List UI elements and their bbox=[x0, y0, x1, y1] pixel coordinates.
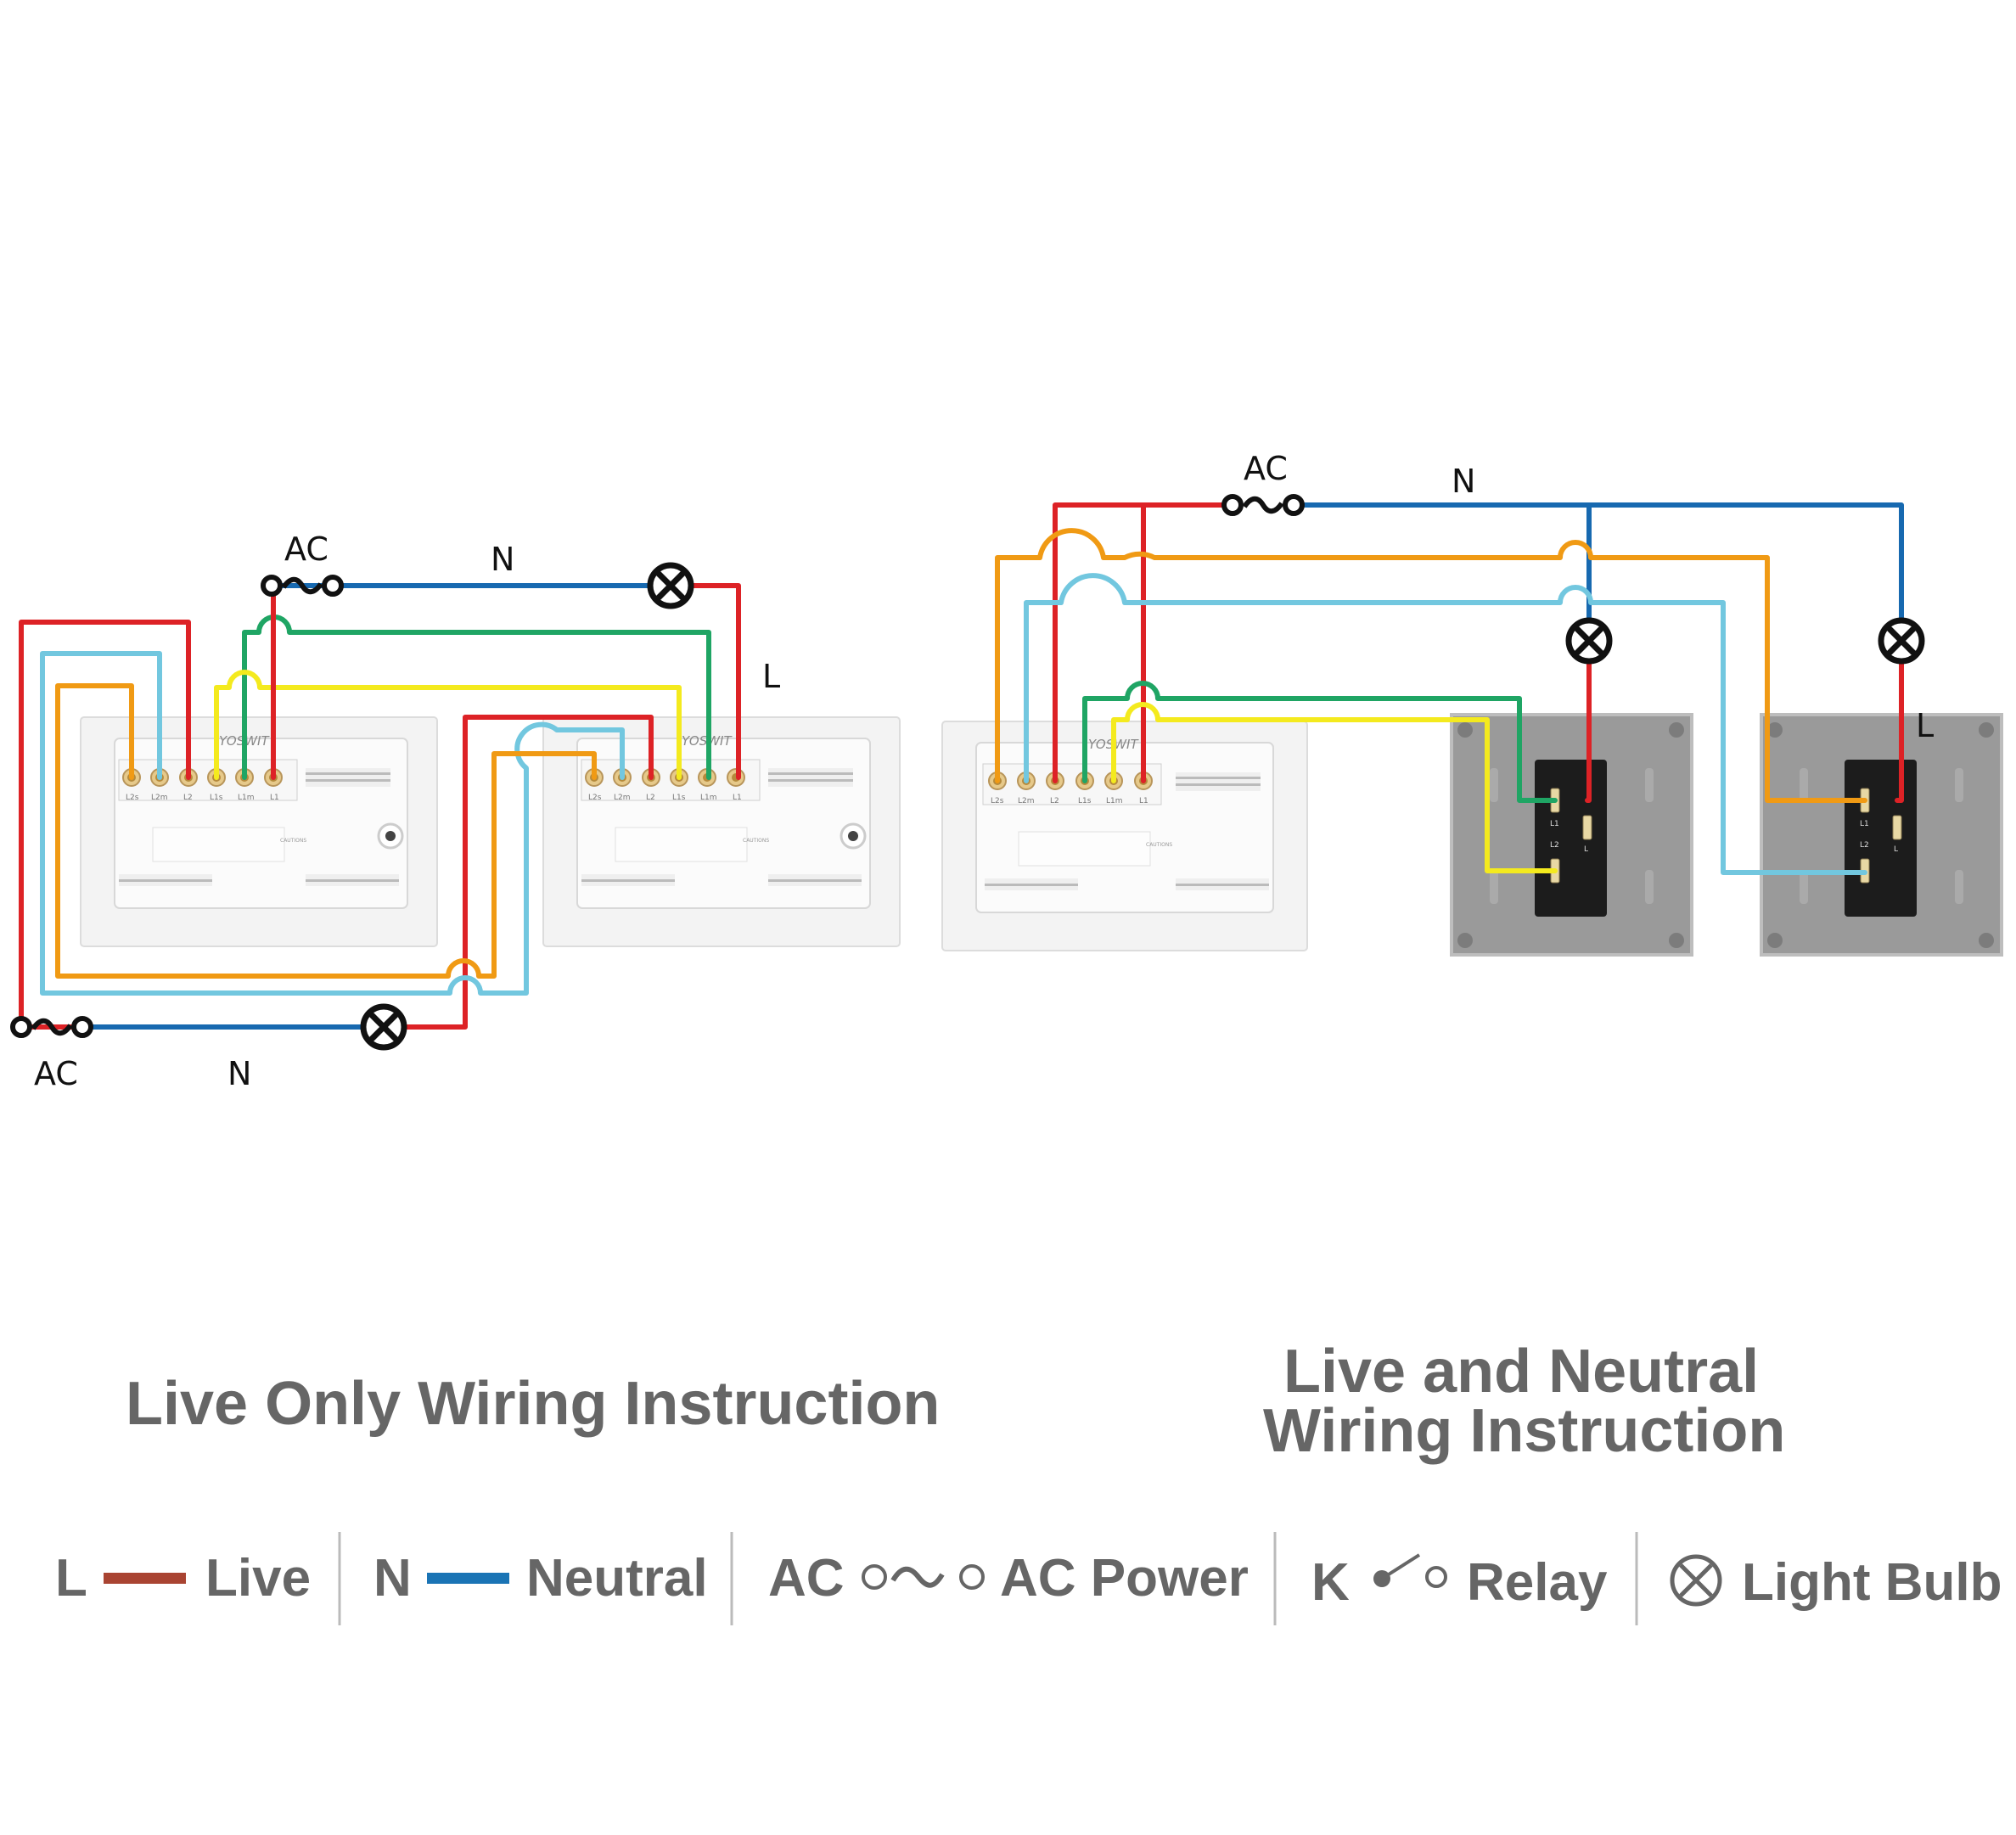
live-label: L bbox=[762, 658, 780, 695]
terminal-label: L1s bbox=[210, 794, 223, 802]
terminal-label: L2s bbox=[126, 794, 139, 802]
legend-relay-letter: K bbox=[1311, 1553, 1350, 1612]
legend-relay-text: Relay bbox=[1467, 1553, 1608, 1612]
light-bulb-icon bbox=[363, 1007, 404, 1047]
legend-live-text: Live bbox=[205, 1549, 311, 1608]
left-title: Live Only Wiring Instruction bbox=[126, 1370, 940, 1438]
legend-live-letter: L bbox=[55, 1549, 87, 1608]
ac-power-icon bbox=[862, 1564, 985, 1590]
light-bulb-icon bbox=[1881, 620, 1922, 661]
light-bulb-icon bbox=[1670, 1554, 1722, 1607]
caution-label: CAUTIONS bbox=[743, 838, 769, 844]
neutral-label: N bbox=[1452, 463, 1475, 500]
relay-terminal-label: L1 bbox=[1550, 820, 1559, 828]
ac-power-icon bbox=[263, 577, 341, 594]
right-wires bbox=[995, 502, 1904, 875]
caution-label: CAUTIONS bbox=[1146, 842, 1172, 848]
terminal-label: L2m bbox=[614, 794, 631, 802]
terminal-label: L2s bbox=[588, 794, 602, 802]
right-title-line2: Wiring Instruction bbox=[1263, 1397, 1785, 1465]
terminal-label: L1 bbox=[270, 794, 279, 802]
ac-power-icon bbox=[1224, 497, 1302, 513]
ac-label: AC bbox=[1244, 450, 1288, 487]
terminal-label: L1s bbox=[1078, 797, 1092, 805]
legend-neutral-text: Neutral bbox=[526, 1549, 708, 1608]
terminal-label: L2 bbox=[646, 794, 655, 802]
legend-ac-letter: AC bbox=[768, 1549, 845, 1608]
left-switch-panel-2: YOSWIT CAUTIONS L2s L2m L2 L1s L1m L1 bbox=[542, 716, 901, 947]
neutral-label: N bbox=[227, 1055, 251, 1092]
terminal-label: L1m bbox=[700, 794, 717, 802]
terminal-label: L1s bbox=[672, 794, 686, 802]
left-wires bbox=[19, 583, 741, 1030]
terminal-label: L2s bbox=[991, 797, 1004, 805]
relay-terminal-label: L bbox=[1584, 845, 1588, 854]
terminal-label: L1m bbox=[1106, 797, 1123, 805]
relay-terminal-label: L bbox=[1894, 845, 1898, 854]
terminal-label: L2m bbox=[1018, 797, 1035, 805]
relay-terminal-label: L2 bbox=[1860, 841, 1869, 850]
right-title-line1: Live and Neutral bbox=[1283, 1338, 1759, 1406]
left-switch-panel-1: YOSWIT CAUTIONS L2s L2m L2 L1s L1m L1 bbox=[80, 716, 438, 947]
light-bulb-icon bbox=[1569, 620, 1609, 661]
live-label: L bbox=[1916, 707, 1934, 744]
relay-module-2: L1 L2 L bbox=[1760, 713, 2003, 957]
legend-neutral-letter: N bbox=[373, 1549, 412, 1608]
relay-terminal-label: L2 bbox=[1550, 841, 1559, 850]
terminal-label: L2 bbox=[1050, 797, 1059, 805]
neutral-wire-swatch bbox=[427, 1573, 509, 1584]
ac-label: AC bbox=[34, 1055, 78, 1092]
terminal-label: L1m bbox=[238, 794, 255, 802]
terminal-label: L1 bbox=[1139, 797, 1148, 805]
caution-label: CAUTIONS bbox=[280, 838, 306, 844]
relay-terminal-label: L1 bbox=[1860, 820, 1869, 828]
neutral-label: N bbox=[491, 541, 514, 578]
terminal-label: L1 bbox=[733, 794, 742, 802]
ac-power-icon bbox=[13, 1019, 91, 1035]
legend-ac-text: AC Power bbox=[1000, 1549, 1249, 1608]
terminal-label: L2 bbox=[183, 794, 193, 802]
terminal-label: L2m bbox=[151, 794, 168, 802]
legend-bulb-text: Light Bulb bbox=[1742, 1553, 2002, 1612]
ac-label: AC bbox=[284, 530, 329, 568]
light-bulb-icon bbox=[650, 565, 691, 606]
right-switch-panel: YOSWIT CAUTIONS L2s L2m L2 L1s L1m L1 bbox=[941, 721, 1308, 951]
live-wire-swatch bbox=[104, 1573, 186, 1584]
legend: L Live N Neutral AC AC Power K Relay Lig… bbox=[55, 1532, 2002, 1625]
relay-icon bbox=[1373, 1553, 1447, 1588]
